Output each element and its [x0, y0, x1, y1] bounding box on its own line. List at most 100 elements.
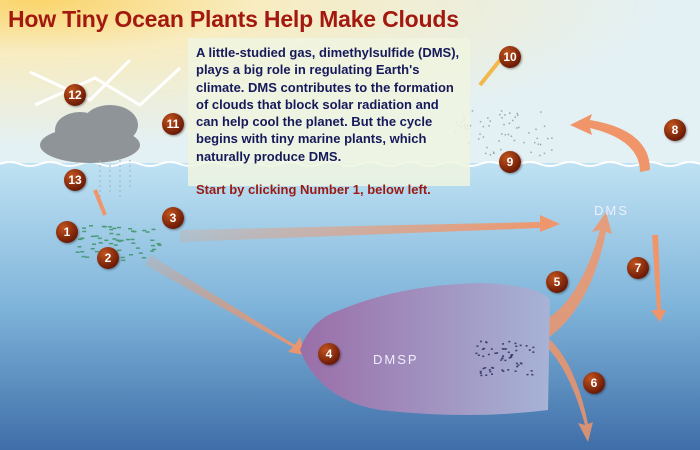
speck [508, 357, 511, 359]
speck [507, 351, 510, 354]
speck [485, 341, 488, 343]
step-6-button[interactable]: 6 [583, 372, 605, 394]
speck [503, 348, 506, 350]
speck [119, 239, 124, 242]
speck [116, 226, 121, 229]
speck [528, 132, 530, 134]
speck [121, 259, 126, 262]
speck [142, 229, 147, 232]
speck [109, 232, 114, 235]
speck [530, 370, 533, 372]
speck [514, 370, 517, 372]
speck [507, 133, 510, 136]
speck [479, 370, 482, 373]
speck [104, 239, 109, 242]
speck [491, 373, 494, 375]
speck [525, 345, 528, 347]
speck [486, 146, 488, 149]
speck [494, 352, 497, 355]
speck [501, 357, 504, 359]
speck [496, 352, 499, 354]
speck [532, 351, 535, 353]
speck [112, 227, 117, 230]
speck [109, 242, 114, 245]
speck [479, 372, 482, 374]
speck [509, 112, 511, 114]
speck [113, 244, 118, 246]
speck [479, 340, 482, 343]
speck [535, 128, 537, 131]
step-9-button[interactable]: 9 [499, 151, 521, 173]
step-8-button[interactable]: 8 [664, 119, 686, 141]
step-7-button[interactable]: 7 [627, 257, 649, 279]
speck [501, 369, 504, 371]
speck [501, 117, 503, 119]
speck [157, 244, 162, 246]
speck [488, 125, 490, 127]
speck [117, 240, 122, 243]
speck [92, 243, 97, 245]
speck [85, 256, 90, 258]
speck [502, 355, 505, 357]
speck [516, 127, 518, 129]
speck [88, 225, 93, 227]
step-12-button[interactable]: 12 [64, 84, 86, 106]
speck [514, 116, 517, 118]
speck [515, 349, 518, 352]
speck [518, 126, 520, 129]
speck [115, 239, 120, 242]
speck [513, 139, 516, 142]
speck [540, 111, 542, 113]
speck [488, 369, 491, 371]
speck [97, 237, 102, 240]
speck [528, 349, 531, 351]
speck [150, 239, 155, 242]
speck [516, 114, 519, 116]
speck [125, 238, 130, 241]
step-2-button[interactable]: 2 [97, 247, 119, 269]
speck [479, 133, 481, 135]
step-13-button[interactable]: 13 [64, 169, 86, 191]
speck [98, 242, 103, 244]
speck [485, 374, 488, 376]
speck [108, 226, 113, 228]
speck [482, 125, 485, 128]
speck [482, 367, 485, 370]
step-1-button[interactable]: 1 [56, 221, 78, 243]
speck [508, 122, 511, 125]
speck [132, 230, 137, 233]
speck [511, 354, 514, 356]
step-10-button[interactable]: 10 [499, 46, 521, 68]
speck [510, 355, 513, 357]
intro-panel: A little-studied gas, dimethylsulfide (D… [188, 38, 470, 197]
step-3-button[interactable]: 3 [162, 207, 184, 229]
speck [501, 133, 503, 135]
step-5-button[interactable]: 5 [546, 271, 568, 293]
speck [94, 235, 99, 237]
speck [82, 227, 87, 229]
speck [499, 148, 502, 151]
speck [82, 230, 87, 233]
speck [499, 113, 501, 116]
speck [531, 373, 534, 376]
speck [138, 252, 143, 254]
speck [523, 141, 525, 144]
speck [489, 370, 492, 373]
start-instruction: Start by clicking Number 1, below left. [196, 182, 431, 198]
speck [530, 151, 532, 154]
speck [151, 228, 156, 231]
speck [490, 348, 493, 350]
speck [484, 367, 487, 369]
step-11-button[interactable]: 11 [162, 113, 184, 135]
speck [543, 152, 546, 155]
speck [504, 348, 507, 350]
speck [482, 355, 485, 358]
speck [519, 362, 522, 364]
speck [516, 112, 519, 115]
step-4-button[interactable]: 4 [318, 343, 340, 365]
speck [526, 373, 529, 376]
speck [94, 250, 99, 253]
speck [103, 225, 108, 228]
speck [515, 362, 518, 365]
